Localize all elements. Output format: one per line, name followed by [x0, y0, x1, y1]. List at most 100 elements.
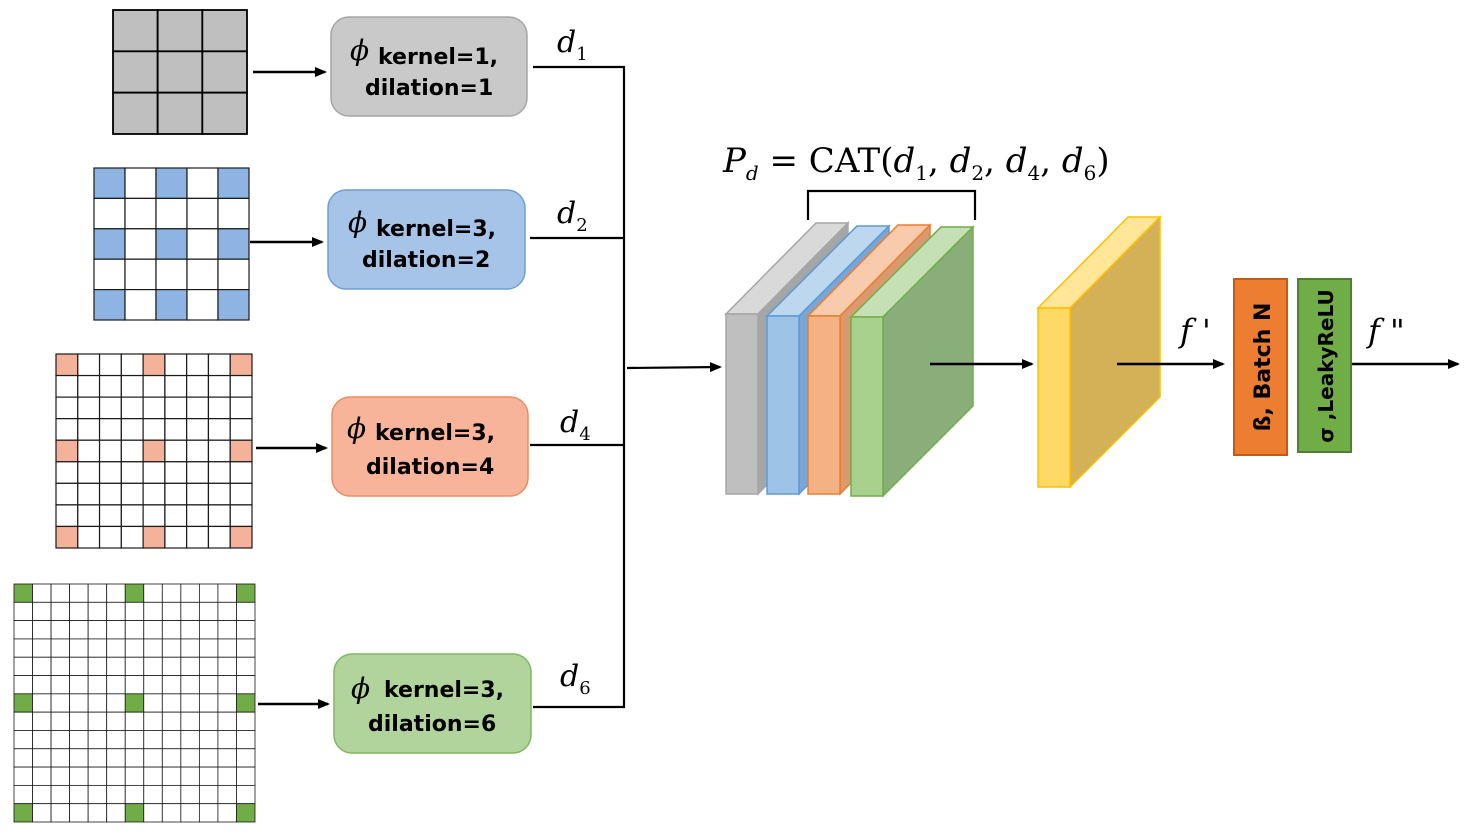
- grid-cell: [236, 656, 256, 676]
- grid-cell-active: [217, 289, 250, 321]
- grid-cell: [120, 353, 144, 377]
- grid-cell: [236, 601, 256, 622]
- grid-cell: [106, 675, 126, 695]
- grid-cell: [161, 620, 182, 640]
- grid-cell: [217, 711, 237, 731]
- grid-cell: [229, 374, 253, 398]
- grid-cell: [13, 748, 33, 768]
- grid-cell-active: [112, 50, 159, 94]
- grid-cell-active: [156, 91, 204, 135]
- grid-cell-active: [155, 289, 188, 321]
- grid-cell: [164, 396, 188, 420]
- grid-cell: [124, 766, 145, 786]
- grid-cell-active: [217, 228, 250, 260]
- grid-cell: [164, 461, 188, 484]
- grid-cell: [207, 418, 231, 441]
- grid-cell: [180, 675, 200, 695]
- grid-cell: [32, 620, 52, 640]
- svg-text:σ ,LeakyReLU: σ ,LeakyReLU: [1314, 289, 1338, 443]
- grid-cell: [186, 504, 210, 528]
- branch-arrows: [250, 67, 330, 709]
- grid-cell: [32, 583, 52, 603]
- grid-cell: [198, 711, 219, 731]
- grid-cell: [198, 656, 219, 676]
- grid-cell: [161, 766, 182, 786]
- grid-cell: [207, 374, 231, 398]
- grid-cell: [198, 675, 219, 695]
- grid-cell: [50, 711, 71, 731]
- grid-cell: [69, 766, 89, 786]
- grid-cell: [198, 803, 219, 823]
- grid-cell: [180, 620, 200, 640]
- grid-cell: [198, 583, 219, 603]
- grid-cell: [207, 439, 231, 463]
- concat-feature-maps: [724, 221, 975, 498]
- grid-cell: [180, 638, 200, 658]
- grid-cell: [13, 620, 33, 640]
- grid-cell: [207, 482, 231, 506]
- grid-cell-active: [112, 91, 159, 135]
- grid-cell: [69, 730, 89, 750]
- grid-cell: [120, 396, 144, 420]
- grid-cell: [50, 748, 71, 768]
- grid-cell: [236, 730, 256, 750]
- label-d1: d1: [557, 25, 588, 65]
- grid-cell: [55, 374, 79, 398]
- kernel-label: kernel=1,: [378, 45, 498, 70]
- grid-cell: [106, 748, 126, 768]
- grid-cell: [229, 418, 253, 441]
- label-f-double-prime: f ": [1366, 312, 1405, 350]
- grid-cell-active: [236, 803, 256, 823]
- grid-cell: [124, 228, 157, 260]
- grid-cell: [124, 730, 145, 750]
- grid-cell: [13, 766, 33, 786]
- grid-cell: [106, 583, 126, 603]
- grid-cell: [50, 620, 71, 640]
- grid-cell-active: [124, 803, 145, 823]
- grid-cell: [98, 525, 122, 549]
- concat-bracket: [806, 189, 977, 220]
- grid-cell: [32, 601, 52, 622]
- branch-box-b1: ϕ kernel=1, dilation=1: [330, 16, 528, 117]
- grid-cell: [69, 620, 89, 640]
- grid-cell: [50, 730, 71, 750]
- grid-cell: [120, 504, 144, 528]
- grid-cell: [77, 525, 101, 549]
- concat-formula: Pd = CAT(d1, d2, d4, d6): [722, 141, 1110, 220]
- grid-cell: [143, 693, 163, 713]
- grid-cell: [186, 228, 219, 260]
- grid-cell: [229, 396, 253, 420]
- grid-cell: [13, 711, 33, 731]
- grid-cell: [124, 620, 145, 640]
- grid-cell: [93, 258, 126, 291]
- phi-symbol: ϕ: [347, 412, 366, 445]
- grid-cell: [155, 197, 188, 230]
- phi-symbol: ϕ: [348, 206, 367, 239]
- grid-cell: [236, 620, 256, 640]
- grid-cell-active: [142, 439, 166, 463]
- grid-cell: [106, 784, 126, 805]
- branch-box-b6: ϕ kernel=3, dilation=6: [333, 653, 532, 754]
- grid-cell: [198, 748, 219, 768]
- grid-cell: [236, 711, 256, 731]
- grid-cell: [32, 803, 52, 823]
- dilation-label: dilation=2: [362, 248, 490, 273]
- grid-cell: [143, 730, 163, 750]
- grid-cell-active: [201, 91, 248, 135]
- grid-cell: [217, 730, 237, 750]
- grid-cell: [236, 638, 256, 658]
- grid-cell: [164, 525, 188, 549]
- grid-cell: [161, 730, 182, 750]
- grid-cell: [217, 620, 237, 640]
- grid-cell: [87, 730, 108, 750]
- grid-cell: [120, 418, 144, 441]
- grid-cell: [50, 583, 71, 603]
- grid-cell: [236, 784, 256, 805]
- grid-cell: [69, 748, 89, 768]
- grid-cell: [87, 693, 108, 713]
- grid-cell: [186, 374, 210, 398]
- grid-cell: [229, 461, 253, 484]
- grid-cell: [142, 461, 166, 484]
- grid-cell: [142, 396, 166, 420]
- grid-cell-active: [229, 525, 253, 549]
